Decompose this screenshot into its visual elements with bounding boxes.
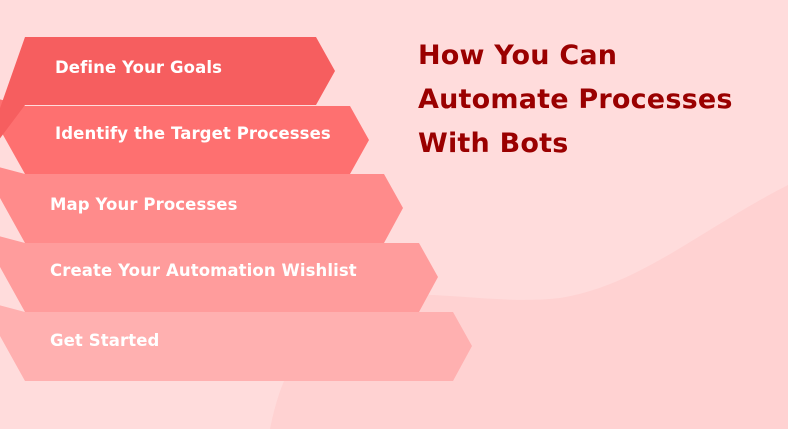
title-line-3: With Bots: [418, 128, 569, 159]
title-line-2: Automate Processes: [418, 84, 733, 115]
step-3-ribbon: [0, 167, 403, 243]
step-5-label: Get Started: [50, 331, 160, 350]
step-5-ribbon: [0, 305, 472, 381]
step-2-label: Identify the Target Processes: [55, 124, 331, 143]
step-1-ribbon: [0, 37, 335, 139]
title-line-1: How You Can: [418, 40, 618, 71]
step-3-label: Map Your Processes: [50, 195, 238, 214]
step-2-ribbon: [0, 99, 369, 174]
step-1-label: Define Your Goals: [55, 58, 222, 77]
page-title: How You Can Automate Processes With Bots: [418, 34, 733, 166]
step-4-ribbon: [0, 236, 438, 312]
step-4-label: Create Your Automation Wishlist: [50, 261, 357, 280]
